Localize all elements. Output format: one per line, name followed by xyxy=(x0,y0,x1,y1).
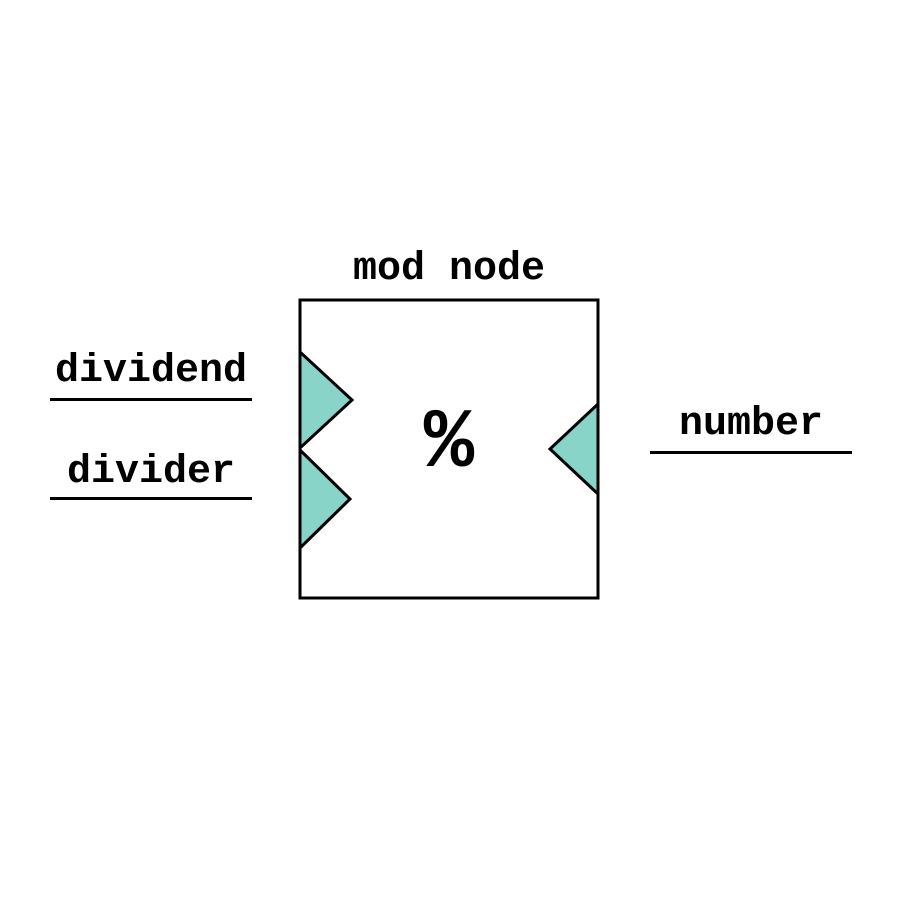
input-label-divider: divider xyxy=(50,453,252,500)
node-title: mod node xyxy=(352,247,546,292)
input-port-divider-icon[interactable] xyxy=(298,446,353,552)
output-label-number: number xyxy=(650,405,852,454)
mod-operator-symbol: % xyxy=(423,397,475,492)
input-port-dividend-icon[interactable] xyxy=(298,348,355,452)
output-port-number-icon[interactable] xyxy=(547,400,600,498)
input-label-dividend: dividend xyxy=(50,352,252,401)
